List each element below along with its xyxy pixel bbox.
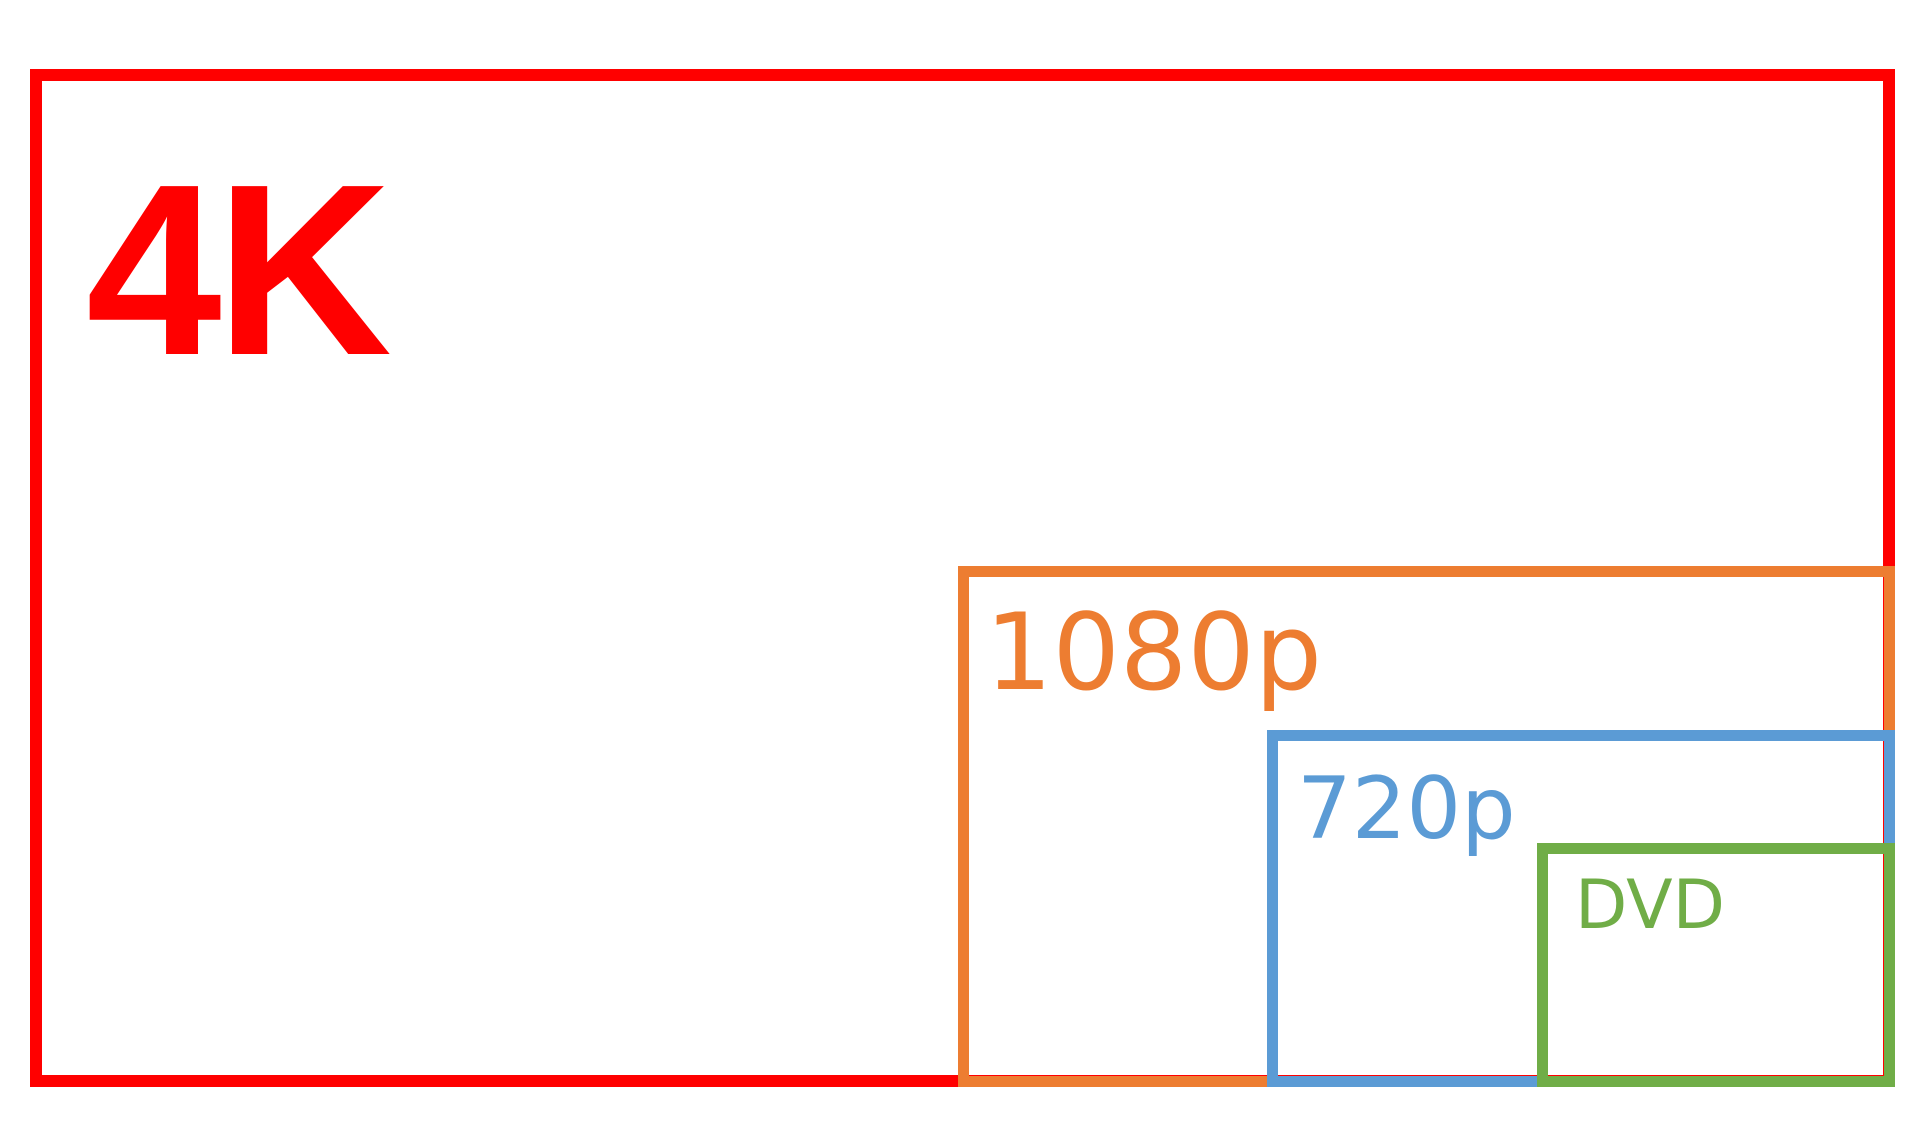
- resolution-label-1080p: 1080p: [985, 591, 1323, 714]
- resolution-label-dvd: DVD: [1575, 866, 1726, 945]
- resolution-frame-dvd: [1537, 843, 1895, 1087]
- resolution-label-4k: 4K: [86, 133, 392, 406]
- resolution-label-720p: 720p: [1297, 759, 1516, 859]
